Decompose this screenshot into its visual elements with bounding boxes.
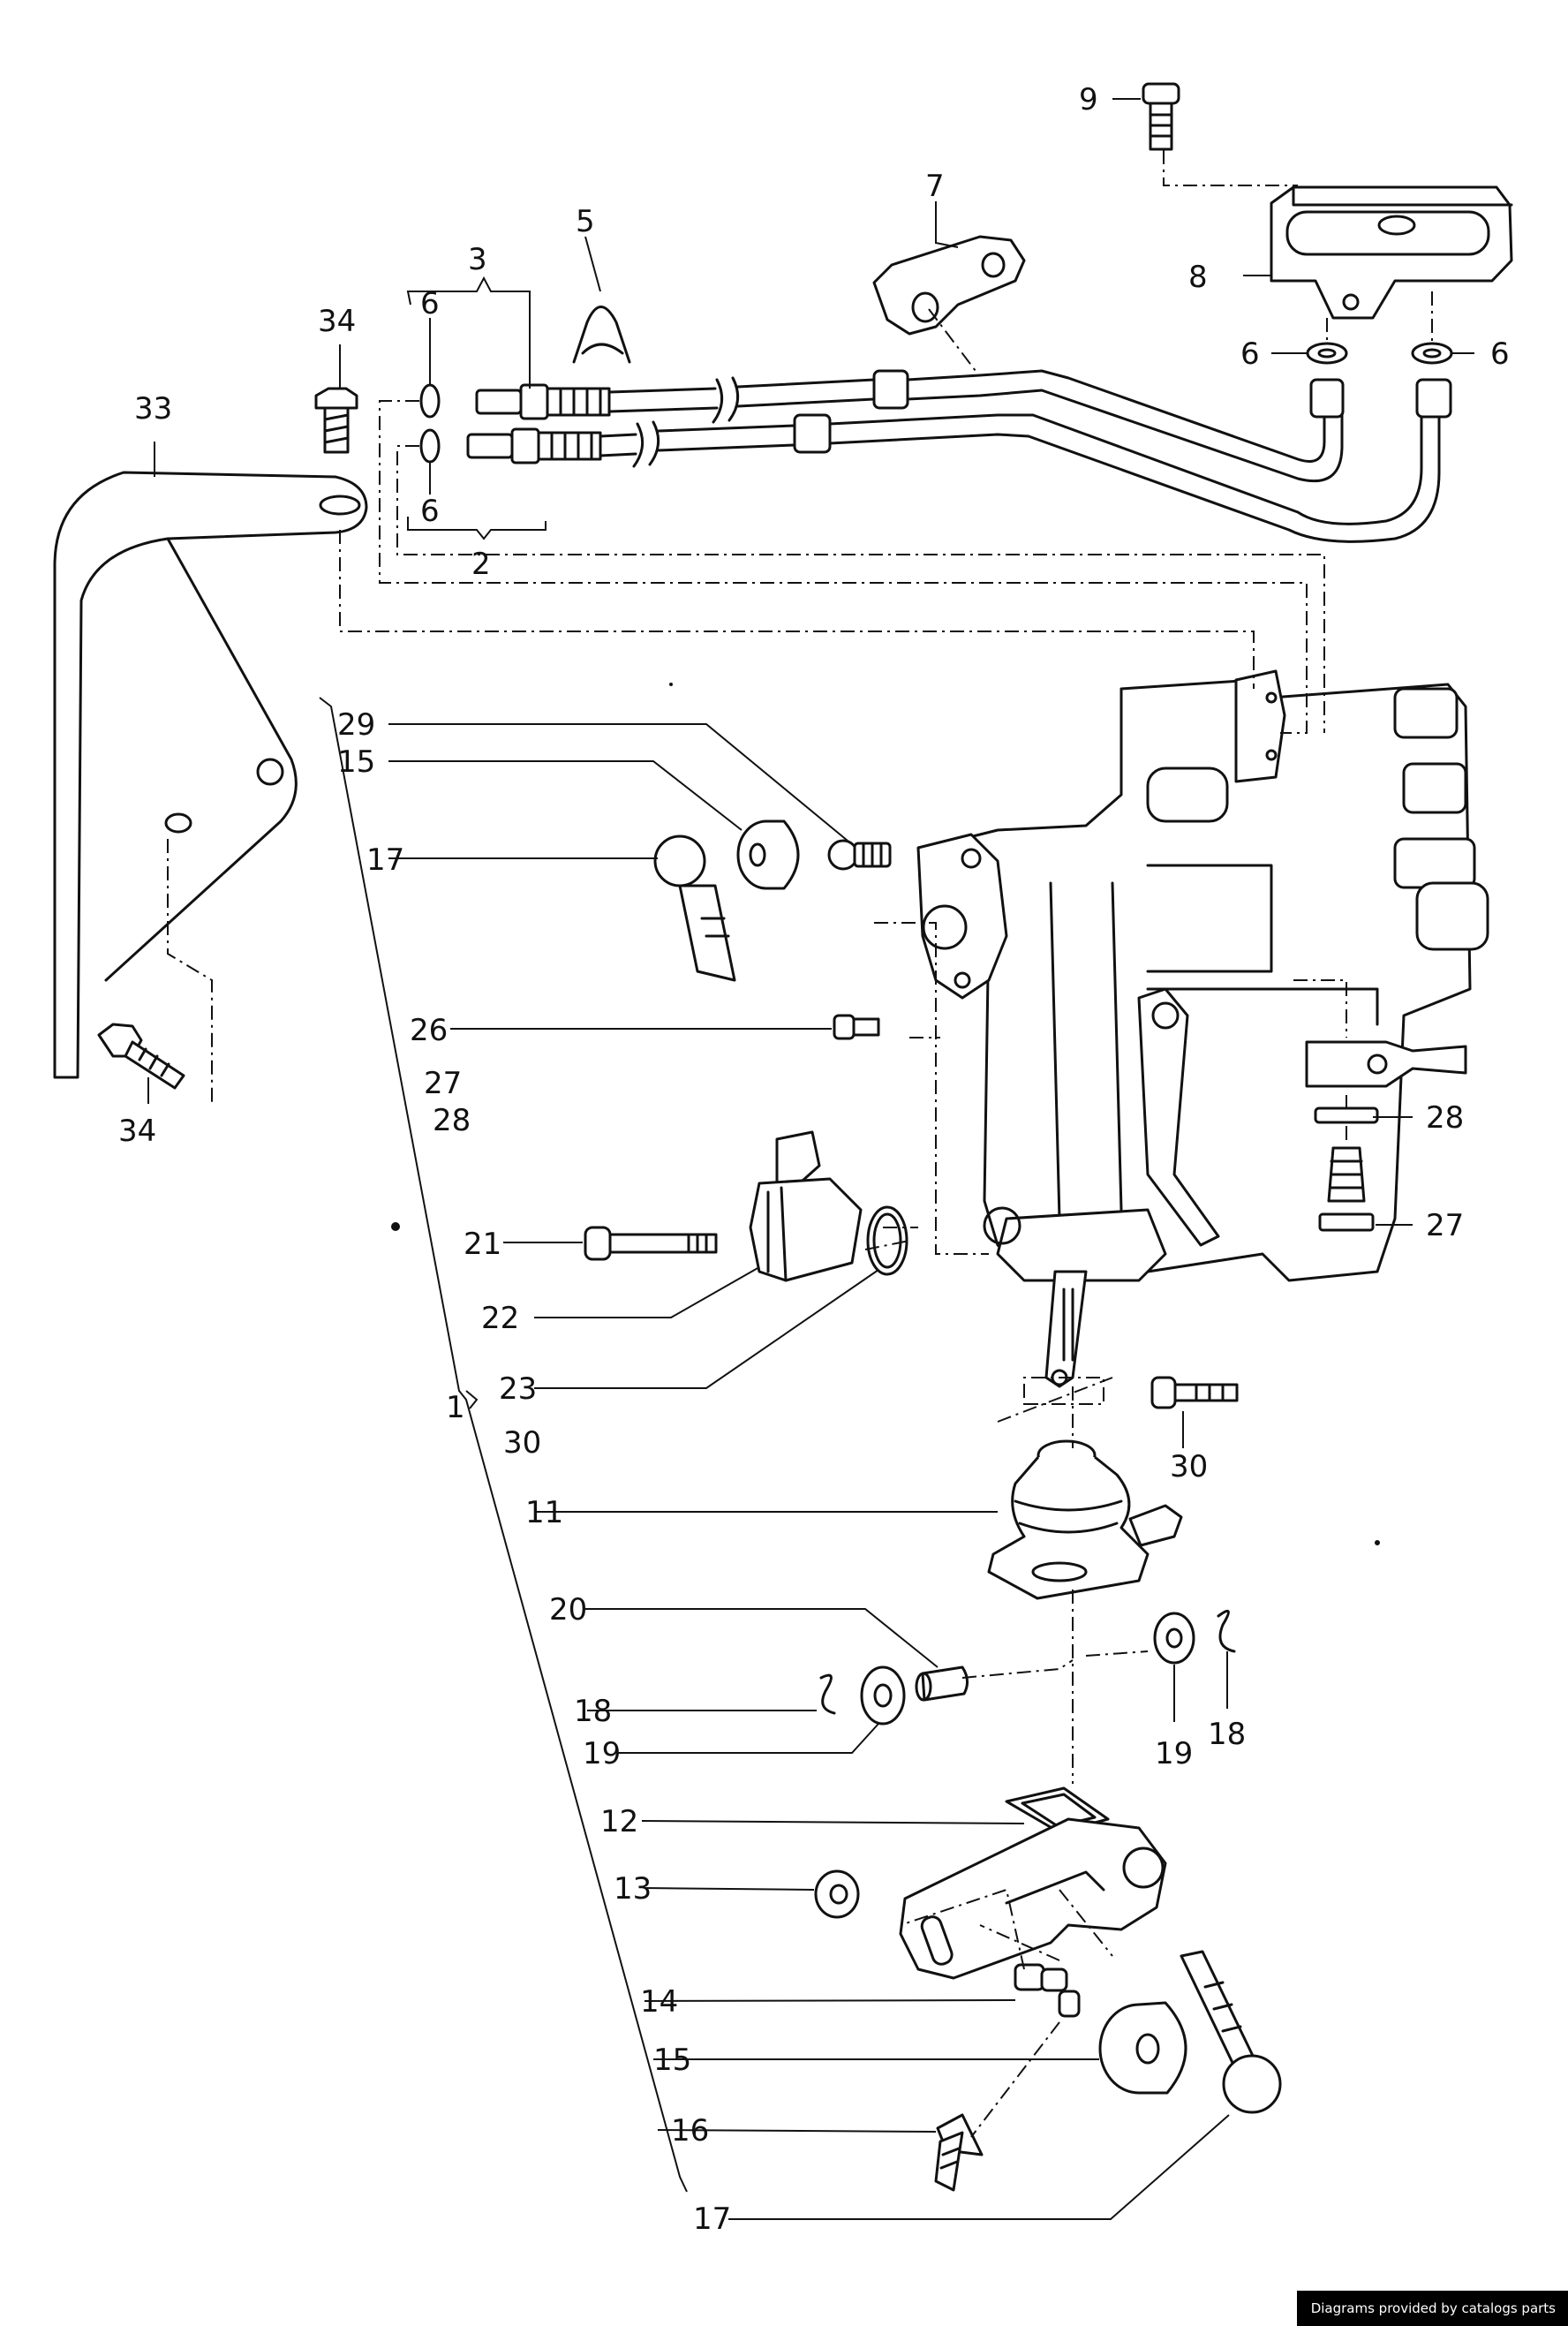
callout-17-bottom: 17 — [693, 2201, 731, 2237]
callout-18-left: 18 — [574, 1694, 612, 1729]
screw-9 — [1142, 82, 1180, 151]
clip-18-left — [819, 1673, 836, 1715]
callout-29: 29 — [337, 707, 375, 743]
callout-13: 13 — [614, 1871, 652, 1907]
clamp-7 — [872, 235, 1026, 336]
callout-6-washer-left: 6 — [1240, 336, 1260, 372]
callout-27-left: 27 — [424, 1066, 462, 1101]
callout-16: 16 — [671, 2113, 709, 2149]
callout-19-right: 19 — [1155, 1736, 1193, 1771]
ball-joint-17-bottom — [1180, 1950, 1282, 2114]
callout-9: 9 — [1079, 82, 1098, 117]
bracket-8 — [1270, 185, 1513, 320]
callout-19-left: 19 — [583, 1736, 621, 1771]
washer-19-right — [1153, 1612, 1195, 1665]
bushing-15-top — [736, 819, 800, 890]
bolt-30 — [1150, 1376, 1239, 1409]
callout-21: 21 — [464, 1227, 501, 1262]
pin-20 — [915, 1665, 969, 1702]
callout-23: 23 — [499, 1371, 537, 1407]
callout-14: 14 — [640, 1984, 678, 2020]
callout-30-right: 30 — [1170, 1449, 1208, 1484]
callout-26: 26 — [410, 1013, 448, 1048]
callout-5: 5 — [576, 204, 595, 239]
callout-33: 33 — [134, 391, 172, 427]
boot-11 — [987, 1439, 1183, 1600]
washer-19-left — [860, 1665, 906, 1726]
callout-30-left: 30 — [503, 1425, 541, 1461]
lever-bracket — [899, 1817, 1167, 1980]
leader-lines — [147, 98, 1474, 2220]
stray-dots — [391, 683, 1380, 1545]
callout-12: 12 — [600, 1804, 638, 1839]
ball-joint-17-top — [653, 834, 736, 982]
ball-stud-29 — [827, 839, 892, 871]
bolt-34-top — [314, 387, 358, 454]
assembly-lines — [167, 150, 1433, 2138]
nut-13 — [814, 1869, 860, 1919]
callout-34-bottom: 34 — [118, 1114, 156, 1149]
clip-5 — [572, 306, 631, 364]
actuator-body-1 — [916, 669, 1489, 1388]
bushing-15-bottom — [1098, 2001, 1187, 2095]
callout-11: 11 — [525, 1495, 563, 1530]
o-ring-23 — [866, 1205, 908, 1276]
callout-28-left: 28 — [433, 1103, 471, 1138]
callout-28-right: 28 — [1426, 1100, 1464, 1136]
sensor-22 — [749, 1130, 863, 1282]
bolt-26 — [833, 1014, 880, 1040]
o-rings-6-left — [419, 383, 441, 464]
stud-bolt-14 — [1014, 1963, 1081, 2018]
callout-6-upper-left: 6 — [420, 286, 440, 321]
callout-8: 8 — [1188, 260, 1208, 295]
callout-2: 2 — [471, 547, 491, 582]
callout-27-right: 27 — [1426, 1208, 1464, 1243]
callout-34-top: 34 — [318, 304, 356, 339]
credit-badge: Diagrams provided by catalogs parts — [1296, 2291, 1568, 2326]
callout-labels: 9 7 5 3 34 6 33 8 6 6 6 2 29 15 17 26 27… — [118, 82, 1510, 2237]
callout-18-right: 18 — [1208, 1717, 1246, 1752]
callout-15-top: 15 — [337, 744, 375, 780]
bracket-33 — [53, 471, 368, 1079]
callout-20: 20 — [549, 1592, 587, 1627]
callout-17-top: 17 — [366, 842, 404, 878]
ball-link-27-28 — [1305, 1040, 1467, 1232]
callout-6-washer-right: 6 — [1490, 336, 1510, 372]
callout-1: 1 — [446, 1390, 465, 1425]
callout-15-bottom: 15 — [653, 2043, 691, 2078]
bolt-21 — [584, 1226, 718, 1261]
hydraulic-lines-2-3 — [466, 369, 1452, 543]
clip-18-right — [1217, 1609, 1236, 1653]
callout-3: 3 — [468, 242, 487, 277]
bolt-34-bottom — [97, 1023, 185, 1090]
screw-16 — [934, 2113, 984, 2192]
callout-6-lower-left: 6 — [420, 494, 440, 529]
part-drawings — [53, 82, 1513, 2192]
washers-6-right — [1306, 342, 1453, 365]
callout-22: 22 — [481, 1301, 519, 1336]
callout-7: 7 — [925, 169, 945, 204]
